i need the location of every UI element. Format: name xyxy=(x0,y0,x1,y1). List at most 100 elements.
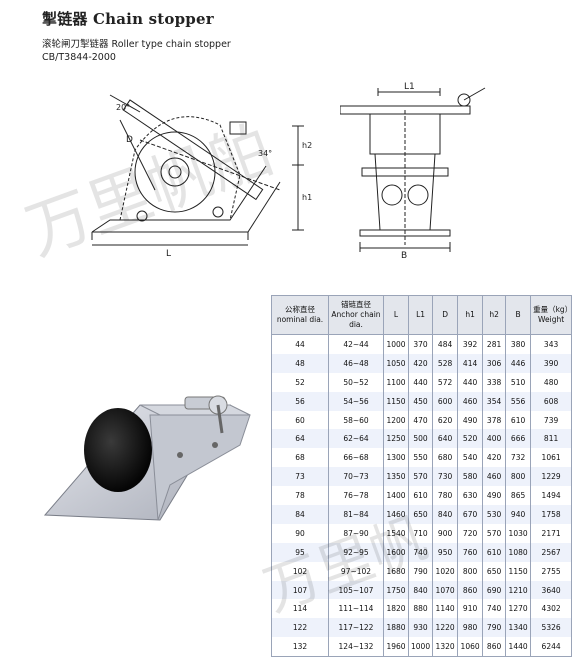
angle-20-label: 20° xyxy=(116,103,130,112)
table-cell: 1200 xyxy=(383,410,409,430)
table-cell: 81~84 xyxy=(328,505,384,524)
table-cell: 2755 xyxy=(530,561,573,581)
table-cell: 1600 xyxy=(383,542,409,562)
table-cell: 62~64 xyxy=(328,429,384,449)
table-cell: 690 xyxy=(482,580,507,600)
column-header-en: D xyxy=(442,310,448,319)
table-cell: 392 xyxy=(457,334,484,354)
column-header-en: Weight xyxy=(538,315,565,324)
table-cell: 610 xyxy=(482,542,507,562)
table-cell: 740 xyxy=(407,542,434,562)
table-cell: 440 xyxy=(407,372,434,392)
table-cell: 570 xyxy=(482,523,507,543)
column-header-cn: 重量（kg） xyxy=(533,305,573,314)
angle-34-label: 34° xyxy=(258,149,272,158)
table-cell: 550 xyxy=(407,448,434,468)
subtitle: 滚轮闸刀掣链器 Roller type chain stopper CB/T38… xyxy=(42,38,231,64)
table-cell: 666 xyxy=(505,429,532,449)
table-cell: 1000 xyxy=(407,637,434,657)
table-cell: 1680 xyxy=(383,561,409,581)
table-cell: 450 xyxy=(407,391,434,411)
dim-d-label: D xyxy=(126,135,133,145)
subtitle-line-2: CB/T3844-2000 xyxy=(42,52,116,63)
table-cell: 680 xyxy=(432,448,459,468)
table-cell: 354 xyxy=(482,391,507,411)
table-cell: 5326 xyxy=(530,618,573,638)
table-cell: 1140 xyxy=(432,599,459,619)
table-cell: 650 xyxy=(482,561,507,581)
table-cell: 800 xyxy=(457,561,484,581)
table-cell: 470 xyxy=(407,410,434,430)
table-cell: 50~52 xyxy=(328,372,384,392)
table-cell: 790 xyxy=(482,618,507,638)
table-cell: 460 xyxy=(482,467,507,487)
table-cell: 58~60 xyxy=(328,410,384,430)
table-cell: 556 xyxy=(505,391,532,411)
table-cell: 860 xyxy=(457,580,484,600)
table-cell: 107 xyxy=(271,580,329,600)
table-cell: 840 xyxy=(407,580,434,600)
table-cell: 480 xyxy=(530,372,573,392)
column-header: L xyxy=(383,295,409,335)
table-cell: 670 xyxy=(457,505,484,524)
table-cell: 1750 xyxy=(383,580,409,600)
table-cell: 1150 xyxy=(505,561,532,581)
table-cell: 730 xyxy=(432,467,459,487)
dim-l1-label: L1 xyxy=(404,82,415,92)
table-cell: 84 xyxy=(271,505,329,524)
table-cell: 1020 xyxy=(432,561,459,581)
table-cell: 490 xyxy=(457,410,484,430)
table-cell: 3640 xyxy=(530,580,573,600)
table-cell: 500 xyxy=(407,429,434,449)
column-header-en: B xyxy=(515,310,521,319)
table-cell: 630 xyxy=(457,486,484,506)
table-cell: 1540 xyxy=(383,523,409,543)
table-cell: 608 xyxy=(530,391,573,411)
table-cell: 4302 xyxy=(530,599,573,619)
table-cell: 540 xyxy=(457,448,484,468)
table-cell: 446 xyxy=(505,353,532,373)
table-cell: 102 xyxy=(271,561,329,581)
table-cell: 1210 xyxy=(505,580,532,600)
table-cell: 570 xyxy=(407,467,434,487)
table-cell: 2567 xyxy=(530,542,573,562)
table-cell: 860 xyxy=(482,637,507,657)
table-cell: 1050 xyxy=(383,353,409,373)
column-header-cn: 公称直径 xyxy=(285,305,315,314)
product-render xyxy=(43,395,251,521)
table-cell: 520 xyxy=(457,429,484,449)
table-cell: 1400 xyxy=(383,486,409,506)
table-cell: 1250 xyxy=(383,429,409,449)
table-cell: 73 xyxy=(271,467,329,487)
column-header-en: L xyxy=(393,310,399,319)
table-cell: 484 xyxy=(432,334,459,354)
table-cell: 56 xyxy=(271,391,329,411)
table-cell: 1100 xyxy=(383,372,409,392)
table-cell: 306 xyxy=(482,353,507,373)
table-cell: 380 xyxy=(505,334,532,354)
table-cell: 68 xyxy=(271,448,329,468)
table-cell: 760 xyxy=(457,542,484,562)
subtitle-line-1: 滚轮闸刀掣链器 Roller type chain stopper xyxy=(42,39,231,50)
table-cell: 105~107 xyxy=(328,580,384,600)
table-cell: 580 xyxy=(457,467,484,487)
table-cell: 1460 xyxy=(383,505,409,524)
table-cell: 732 xyxy=(505,448,532,468)
table-cell: 117~122 xyxy=(328,618,384,638)
table-cell: 880 xyxy=(407,599,434,619)
column-header-cn: 锚链直径 xyxy=(341,300,371,309)
table-cell: 1229 xyxy=(530,467,573,487)
table-cell: 42~44 xyxy=(328,334,384,354)
table-cell: 122 xyxy=(271,618,329,638)
